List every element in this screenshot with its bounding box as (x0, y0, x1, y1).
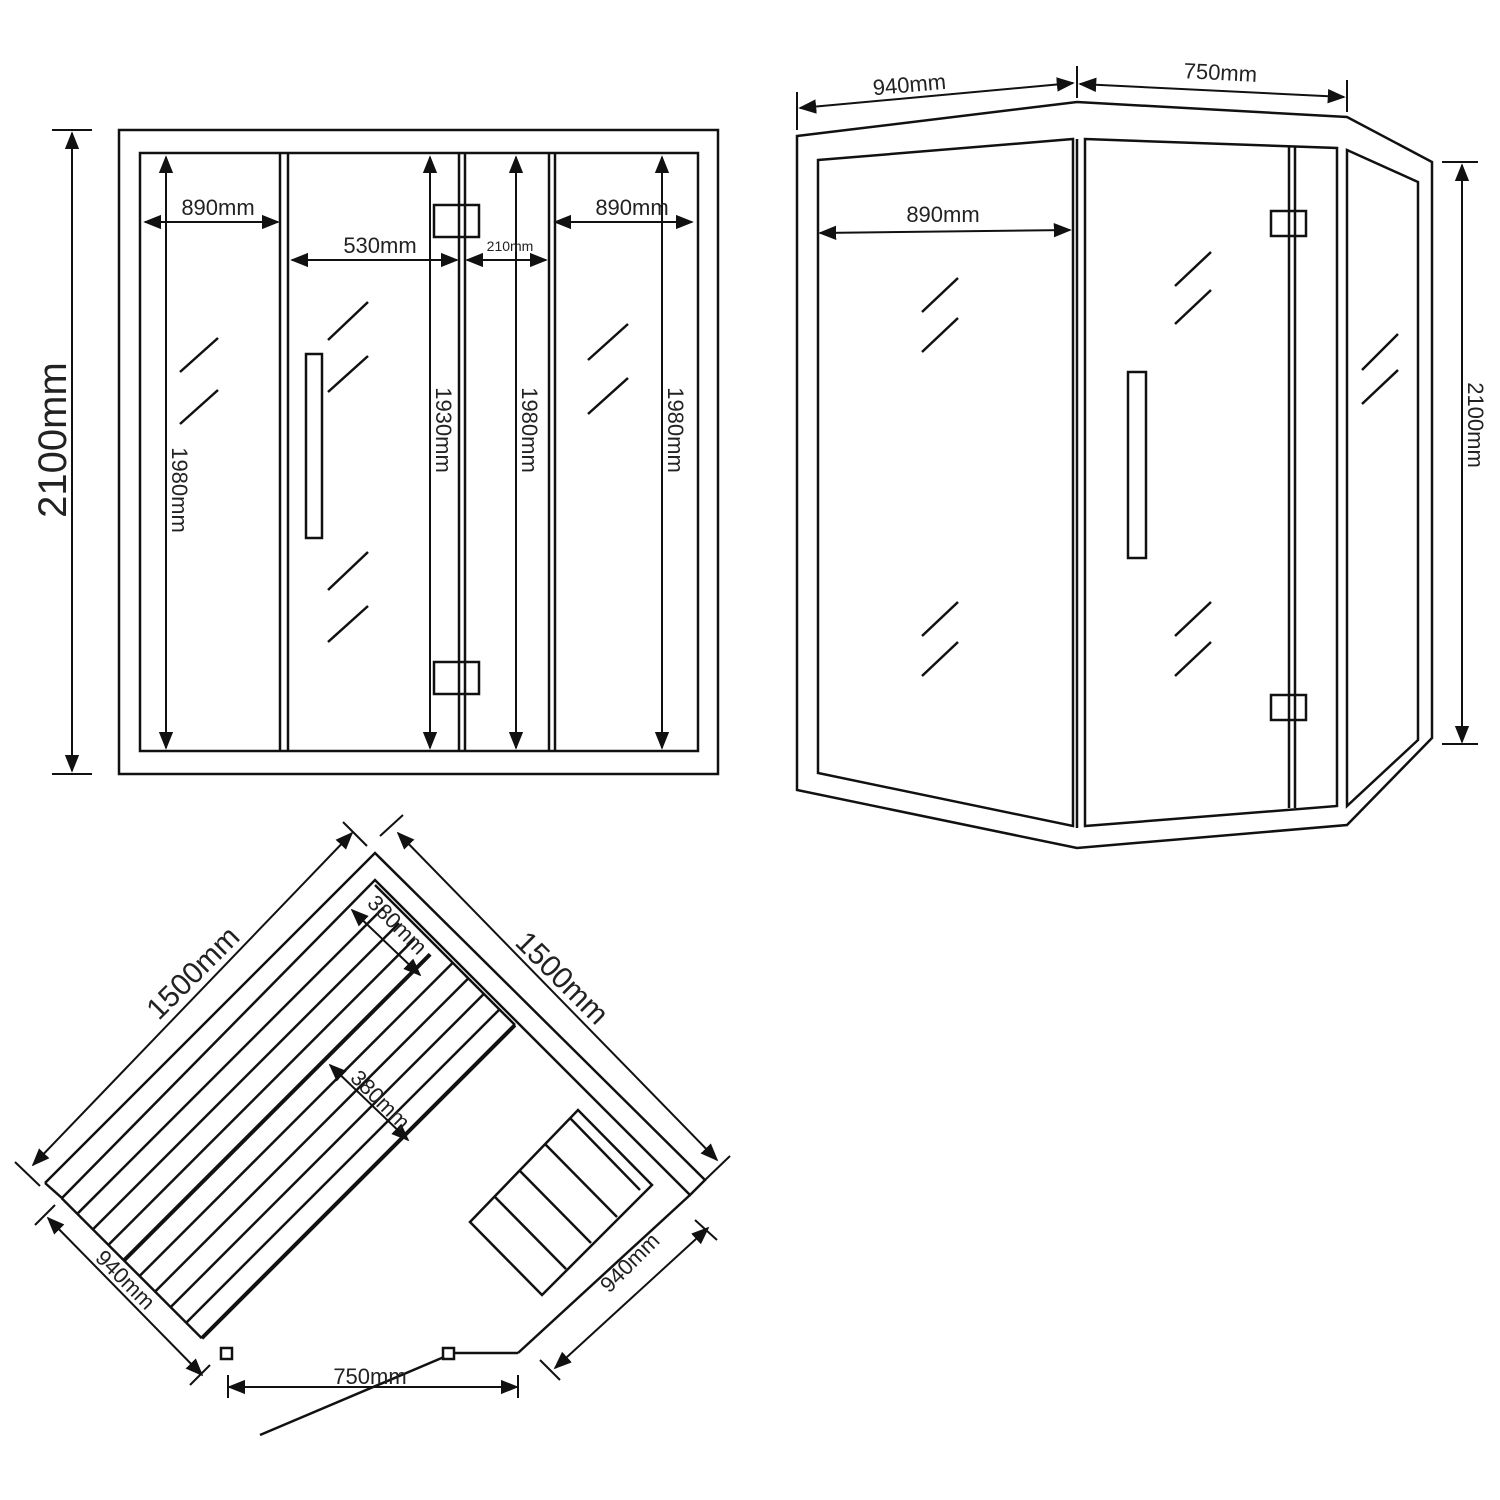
front-left-width-label: 890mm (181, 195, 254, 220)
front-right-width-label: 890mm (595, 195, 668, 220)
lower-bench-depth-label: 380mm (346, 1065, 416, 1135)
front-right-height-label: 1980mm (663, 387, 688, 473)
door-post (441, 1346, 456, 1361)
perspective-glass-width-label: 890mm (906, 202, 979, 227)
side-glass-panel (816, 137, 1075, 828)
door-width-label: 530mm (343, 233, 416, 258)
door-opening-width-label: 750mm (333, 1364, 406, 1389)
narrow-panel-height-label: 1980mm (517, 387, 542, 473)
hinge-icon (432, 203, 481, 239)
right-wall-length-label: 1500mm (509, 925, 615, 1031)
left-wall-length-label: 1500mm (140, 920, 246, 1026)
hinge-icon (432, 660, 481, 696)
glass-reflection-icon (179, 301, 629, 643)
front-inner-frame (138, 151, 700, 753)
corner-glass-panel (1345, 148, 1420, 809)
door-handle (1126, 370, 1148, 560)
perspective-right-width-label: 750mm (1183, 58, 1258, 87)
floor-plan: 1500mm 1500mm 380mm 380mm 940mm 940mm 75… (14, 814, 731, 1437)
right-return-length-label: 940mm (595, 1228, 665, 1298)
hinge-icon (1269, 693, 1308, 722)
hinge-icon (1269, 209, 1308, 238)
perspective-height-label: 2100mm (1463, 382, 1488, 468)
front-left-height-label: 1980mm (167, 447, 192, 533)
narrow-panel-width-label: 210mm (487, 238, 534, 254)
door-handle (304, 352, 324, 540)
door-post (219, 1346, 234, 1361)
front-overall-height-label: 2100mm (31, 362, 75, 518)
left-return-length-label: 940mm (91, 1245, 161, 1315)
front-door-panel (1083, 137, 1339, 828)
perspective-outer-frame (795, 100, 1434, 850)
door-height-label: 1930mm (431, 387, 456, 473)
perspective-view: 940mm 750mm 890mm 2100mm (795, 58, 1488, 850)
glass-reflection-icon (921, 251, 1399, 677)
front-outer-frame (117, 128, 720, 776)
front-view: 2100mm 890mm 1980mm 530mm 1930mm 210mm 1… (31, 128, 720, 776)
door-swing (259, 1355, 445, 1437)
